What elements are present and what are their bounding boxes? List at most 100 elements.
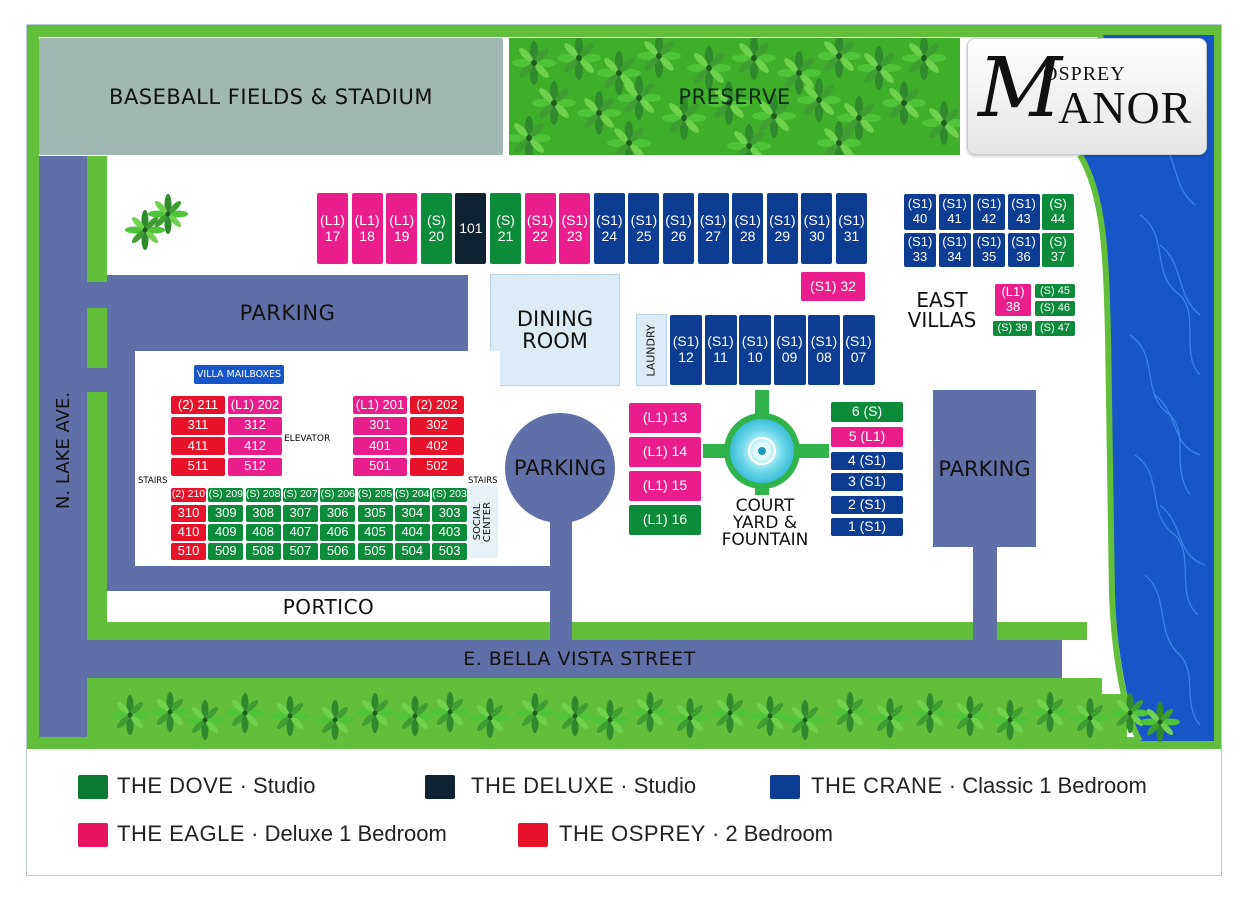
- unit-l1-201[interactable]: (L1) 201: [352, 395, 408, 415]
- unit-s-37[interactable]: (S) 37: [1041, 232, 1075, 268]
- unit-s1-23[interactable]: (S1) 23: [558, 192, 592, 265]
- unit-s-206[interactable]: (S) 206: [319, 487, 357, 503]
- unit-405[interactable]: 405: [356, 523, 394, 542]
- unit-402[interactable]: 402: [409, 436, 465, 456]
- unit-1-s1[interactable]: 1 (S1): [830, 517, 904, 537]
- unit-s1-32[interactable]: (S1) 32: [800, 271, 866, 302]
- unit-l1-18[interactable]: (L1) 18: [350, 192, 384, 265]
- unit-2-210[interactable]: (2) 210: [170, 487, 207, 503]
- unit-408[interactable]: 408: [244, 523, 282, 542]
- unit-5-l1[interactable]: 5 (L1): [830, 426, 904, 448]
- unit-101[interactable]: 101: [454, 192, 488, 265]
- unit-s1-40[interactable]: (S1) 40: [903, 193, 937, 231]
- unit-503[interactable]: 503: [431, 542, 469, 561]
- unit-s1-43[interactable]: (S1) 43: [1006, 193, 1041, 231]
- unit-404[interactable]: 404: [393, 523, 431, 542]
- unit-s1-11[interactable]: (S1) 11: [703, 314, 738, 386]
- unit-s1-24[interactable]: (S1) 24: [592, 192, 626, 265]
- unit-4-s1[interactable]: 4 (S1): [830, 451, 904, 471]
- unit-304[interactable]: 304: [393, 504, 431, 523]
- unit-s1-09[interactable]: (S1) 09: [772, 314, 807, 386]
- baseball-fields-area: BASEBALL FIELDS & STADIUM: [39, 38, 503, 155]
- unit-s1-22[interactable]: (S1) 22: [523, 192, 557, 265]
- unit-s-204[interactable]: (S) 204: [393, 487, 431, 503]
- unit-302[interactable]: 302: [409, 415, 465, 436]
- unit-506[interactable]: 506: [319, 542, 357, 561]
- unit-3-s1[interactable]: 3 (S1): [830, 472, 904, 492]
- unit-s1-27[interactable]: (S1) 27: [696, 192, 730, 265]
- unit-407[interactable]: 407: [281, 523, 319, 542]
- unit-307[interactable]: 307: [281, 504, 319, 523]
- unit-s-205[interactable]: (S) 205: [356, 487, 394, 503]
- unit-s1-25[interactable]: (S1) 25: [627, 192, 661, 265]
- unit-s-203[interactable]: (S) 203: [431, 487, 469, 503]
- unit-s-44[interactable]: (S) 44: [1041, 193, 1075, 231]
- social-center: SOCIAL CENTER: [468, 486, 498, 558]
- unit-l1-13[interactable]: (L1) 13: [628, 402, 702, 434]
- unit-s-209[interactable]: (S) 209: [207, 487, 245, 503]
- unit-510[interactable]: 510: [170, 542, 207, 561]
- unit-502[interactable]: 502: [409, 456, 465, 477]
- unit-l1-14[interactable]: (L1) 14: [628, 436, 702, 468]
- unit-l1-202[interactable]: (L1) 202: [227, 395, 283, 415]
- unit-l1-17[interactable]: (L1) 17: [316, 192, 349, 265]
- unit-409[interactable]: 409: [207, 523, 245, 542]
- unit-310[interactable]: 310: [170, 504, 207, 523]
- unit-508[interactable]: 508: [244, 542, 282, 561]
- unit-s1-10[interactable]: (S1) 10: [738, 314, 772, 386]
- unit-l1-19[interactable]: (L1) 19: [385, 192, 419, 265]
- unit-s1-41[interactable]: (S1) 41: [937, 193, 972, 231]
- unit-411[interactable]: 411: [170, 436, 226, 456]
- unit-s1-36[interactable]: (S1) 36: [1006, 232, 1041, 268]
- unit-507[interactable]: 507: [281, 542, 319, 561]
- unit-s1-29[interactable]: (S1) 29: [765, 192, 799, 265]
- unit-s1-07[interactable]: (S1) 07: [841, 314, 876, 386]
- unit-s-45[interactable]: (S) 45: [1034, 283, 1076, 299]
- unit-s1-26[interactable]: (S1) 26: [662, 192, 695, 265]
- unit-509[interactable]: 509: [207, 542, 245, 561]
- unit-s1-28[interactable]: (S1) 28: [731, 192, 765, 265]
- n-lake-ave-road-inner: [87, 282, 107, 308]
- unit-501[interactable]: 501: [352, 456, 408, 477]
- unit-308[interactable]: 308: [244, 504, 282, 523]
- unit-403[interactable]: 403: [431, 523, 469, 542]
- unit-s-47[interactable]: (S) 47: [1034, 320, 1076, 337]
- unit-s-207[interactable]: (S) 207: [281, 487, 319, 503]
- unit-401[interactable]: 401: [352, 436, 408, 456]
- unit-s-21[interactable]: (S) 21: [489, 192, 522, 265]
- unit-s1-34[interactable]: (S1) 34: [937, 232, 972, 268]
- unit-309[interactable]: 309: [207, 504, 245, 523]
- unit-s1-35[interactable]: (S1) 35: [972, 232, 1006, 268]
- villa-mailboxes-label: VILLA MAILBOXES: [196, 369, 282, 380]
- unit-s1-31[interactable]: (S1) 31: [835, 192, 868, 265]
- unit-301[interactable]: 301: [352, 415, 408, 436]
- unit-6-s[interactable]: 6 (S): [830, 401, 904, 423]
- unit-311[interactable]: 311: [170, 415, 226, 436]
- unit-s-39[interactable]: (S) 39: [992, 320, 1033, 337]
- unit-512[interactable]: 512: [227, 456, 283, 477]
- unit-306[interactable]: 306: [319, 504, 357, 523]
- unit-410[interactable]: 410: [170, 523, 207, 542]
- unit-l1-16[interactable]: (L1) 16: [628, 504, 702, 536]
- unit-s-46[interactable]: (S) 46: [1034, 300, 1076, 317]
- unit-s-20[interactable]: (S) 20: [419, 192, 453, 265]
- unit-2-211[interactable]: (2) 211: [170, 395, 226, 415]
- unit-s1-42[interactable]: (S1) 42: [972, 193, 1006, 231]
- unit-l1-15[interactable]: (L1) 15: [628, 470, 702, 502]
- unit-412[interactable]: 412: [227, 436, 283, 456]
- unit-305[interactable]: 305: [356, 504, 394, 523]
- unit-2-s1[interactable]: 2 (S1): [830, 495, 904, 515]
- unit-l1-38[interactable]: (L1) 38: [994, 283, 1032, 317]
- unit-312[interactable]: 312: [227, 415, 283, 436]
- unit-s-208[interactable]: (S) 208: [244, 487, 282, 503]
- unit-505[interactable]: 505: [356, 542, 394, 561]
- unit-s1-33[interactable]: (S1) 33: [903, 232, 937, 268]
- unit-s1-08[interactable]: (S1) 08: [807, 314, 841, 386]
- unit-406[interactable]: 406: [319, 523, 357, 542]
- unit-s1-30[interactable]: (S1) 30: [800, 192, 834, 265]
- unit-303[interactable]: 303: [431, 504, 469, 523]
- unit-2-202[interactable]: (2) 202: [409, 395, 465, 415]
- unit-s1-12[interactable]: (S1) 12: [669, 314, 703, 386]
- unit-511[interactable]: 511: [170, 456, 226, 477]
- unit-504[interactable]: 504: [393, 542, 431, 561]
